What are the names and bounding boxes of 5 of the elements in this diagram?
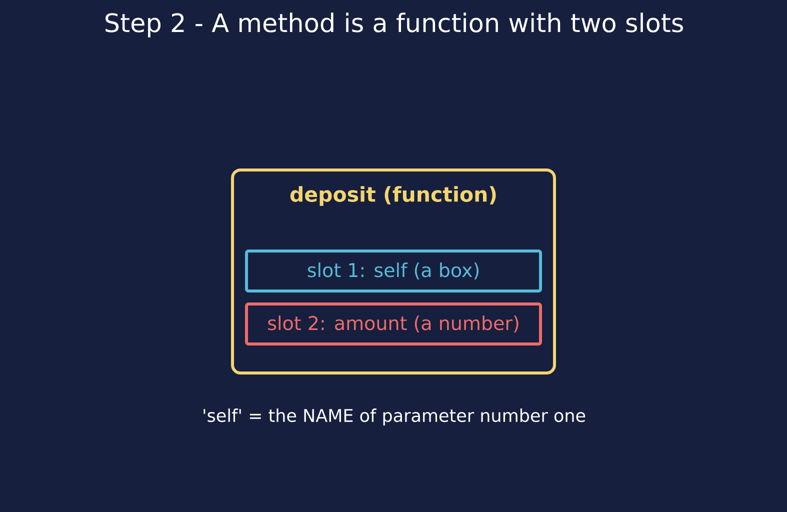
box-heading: deposit (function) xyxy=(290,186,496,206)
slot-box: slot 2: amount (a number) xyxy=(245,302,542,346)
slot-box: slot 1: self (a box) xyxy=(245,250,542,292)
note: 'self' = the NAME of parameter number one xyxy=(204,408,586,426)
title: Step 2 - A method is a function with two slots xyxy=(106,12,683,38)
